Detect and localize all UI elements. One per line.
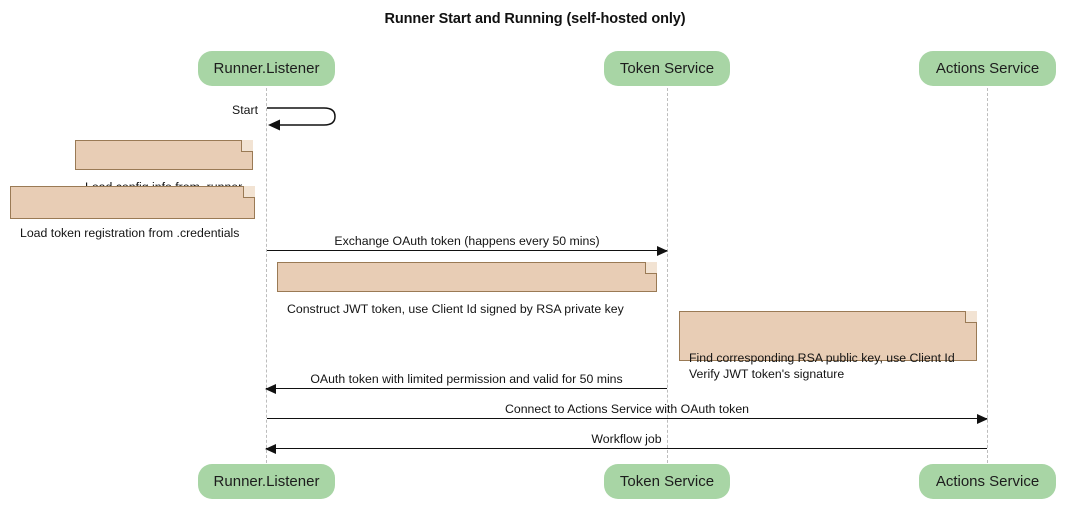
message-oauth-token-response-label: OAuth token with limited permission and … [310, 372, 623, 386]
note-fold-corner-icon [645, 262, 657, 274]
arrowhead-left-icon [265, 383, 276, 394]
note-fold-corner-icon [965, 311, 977, 323]
self-message-start-path [267, 107, 336, 131]
lifeline-token-service [667, 88, 668, 463]
note-verify-jwt: Find corresponding RSA public key, use C… [679, 311, 977, 381]
participant-token-service-top[interactable]: Token Service [604, 51, 730, 86]
note-fold-corner-icon [241, 140, 253, 152]
message-connect-actions-service-label: Connect to Actions Service with OAuth to… [504, 402, 750, 416]
note-fold-corner-icon [243, 186, 255, 198]
message-connect-actions-service: Connect to Actions Service with OAuth to… [267, 402, 988, 424]
self-message-start [266, 103, 346, 131]
lifeline-actions-service [987, 88, 988, 463]
page-title: Runner Start and Running (self-hosted on… [384, 11, 686, 27]
message-oauth-token-response: OAuth token with limited permission and … [265, 372, 667, 394]
message-exchange-oauth-token-label: Exchange OAuth token (happens every 50 m… [334, 234, 600, 248]
participant-actions-service-bottom[interactable]: Actions Service [919, 464, 1056, 499]
participant-token-service-bottom[interactable]: Token Service [604, 464, 730, 499]
note-construct-jwt: Construct JWT token, use Client Id signe… [277, 262, 657, 316]
participant-runner-listener-top[interactable]: Runner.Listener [198, 51, 335, 86]
note-load-token-registration-text: Load token registration from .credential… [20, 226, 240, 240]
note-construct-jwt-text: Construct JWT token, use Client Id signe… [287, 302, 624, 316]
message-exchange-oauth-token: Exchange OAuth token (happens every 50 m… [267, 234, 668, 256]
participant-actions-service-top[interactable]: Actions Service [919, 51, 1056, 86]
arrowhead-right-icon [977, 413, 988, 424]
note-load-token-registration: Load token registration from .credential… [10, 186, 255, 240]
message-workflow-job: Workflow job [265, 432, 987, 454]
self-message-start-label: Start [232, 103, 258, 117]
lifeline-runner-listener [266, 88, 267, 463]
note-load-config: Load config info from .runner [75, 140, 253, 194]
participant-runner-listener-bottom[interactable]: Runner.Listener [198, 464, 335, 499]
note-verify-jwt-text: Find corresponding RSA public key, use C… [689, 351, 955, 381]
arrowhead-left-icon [265, 443, 276, 454]
arrowhead-right-icon [657, 245, 668, 256]
message-workflow-job-label: Workflow job [591, 432, 662, 446]
